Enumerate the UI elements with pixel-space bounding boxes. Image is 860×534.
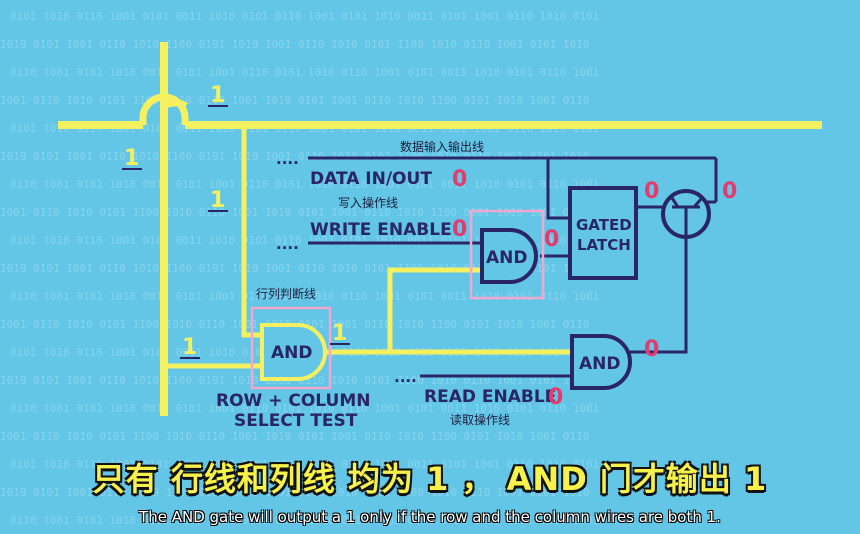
data-line-ellipsis: .... [276,150,299,168]
value-zero-transistor: 0 [722,179,737,204]
write-line-ellipsis: .... [276,235,299,253]
write-and-highlight [469,209,545,300]
svg-text:1001 0110 1010 0101 1100 1010: 1001 0110 1010 0101 1100 1010 0110 1001 … [0,206,589,219]
value-zeros: 0 0 0 0 0 0 0 [452,167,737,410]
svg-text:0101 1010 0110 1001 0101 0011: 0101 1010 0110 1001 0101 0011 1010 0101 … [10,10,599,23]
gated-latch: GATED LATCH [568,186,638,280]
svg-text:0110 1001 0101 1010 0011 0101: 0110 1001 0101 1010 0011 0101 1001 0110 … [10,402,599,415]
read-and-gate: AND [570,334,632,390]
transistor-to-read-and-wire [630,236,688,354]
svg-text:1010 0101 1001 0110 1010 1100: 1010 0101 1001 0110 1010 1100 0101 1010 … [0,38,589,51]
binary-background: 0101 1010 0110 1001 0101 0011 1010 0101 … [0,10,599,527]
active-thin-wires [168,125,590,369]
read-enable-label: READ ENABLE [424,387,556,407]
select-and-label: AND [271,343,313,363]
row-column-label-line1: ROW + COLUMN [216,391,370,411]
svg-text:0110 1001 0101 1010 0011 0101: 0110 1001 0101 1010 0011 0101 1001 0110 … [10,66,599,79]
value-zero-latch: 0 [644,179,659,204]
annotation-data-line: 数据输入输出线 [400,139,484,154]
select-to-write-and-wire [387,267,486,352]
value-zero-data: 0 [452,167,467,192]
value-zero-read: 0 [548,385,563,410]
value-zero-read-and: 0 [644,337,659,362]
value-ones: 1 1 1 1 1 [122,83,350,360]
svg-text:0110 1001 0101 1010 0011 0101: 0110 1001 0101 1010 0011 0101 1001 0110 … [10,178,599,191]
svg-text:1010 0101 1001 0110 1010 1100: 1010 0101 1001 0110 1010 1100 0101 1010 … [0,486,589,499]
transistor-icon [661,189,711,239]
svg-text:1001 0110 1010 0101 1100 1010: 1001 0110 1010 0101 1100 1010 0110 1001 … [0,430,589,443]
latch-label-line2: LATCH [577,236,631,254]
data-to-latch-wire [546,158,570,220]
value-one-and-output: 1 [332,321,347,346]
read-and-label: AND [579,354,621,374]
inactive-wires [308,156,718,378]
svg-text:0110 1001 0101 1010 0011 0101: 0110 1001 0101 1010 0011 0101 1001 0110 … [10,514,599,527]
write-and-gate: AND [480,228,538,284]
write-enable-label: WRITE ENABLE [310,220,452,240]
value-one-column-input: 1 [182,335,197,360]
row-wire-crossover [139,93,189,125]
svg-text:0101 1010 0110 1001 0101 0011: 0101 1010 0110 1001 0101 0011 1010 0101 … [10,458,599,471]
value-zero-write-and: 0 [544,227,559,252]
svg-text:0110 1001 0101 1010 0011 0101: 0110 1001 0101 1010 0011 0101 1001 0110 … [10,290,599,303]
svg-text:1001 0110 1010 0101 1100 1010: 1001 0110 1010 0101 1100 1010 0110 1001 … [0,94,589,107]
data-in-out-label: DATA IN/OUT [310,169,432,189]
value-one-column: 1 [124,146,139,171]
active-wires [58,42,822,416]
value-one-row: 1 [210,83,225,108]
row-column-label-line2: SELECT TEST [234,411,358,431]
write-and-label: AND [486,248,528,268]
annotation-read-line: 读取操作线 [450,412,510,427]
row-branch-wire [241,125,264,338]
value-zero-write: 0 [452,217,467,242]
subtitle-english: The AND gate will output a 1 only if the… [139,508,721,526]
value-one-row-branch: 1 [210,188,225,213]
annotation-write-line: 写入操作线 [338,195,398,210]
annotation-row-col-line: 行列判断线 [256,286,316,301]
select-and-gate: AND [260,323,327,381]
latch-label-line1: GATED [576,216,632,234]
subtitle-chinese: 只有 行线和列线 均为 1 ， AND 门才输出 1 [92,460,768,498]
read-line-ellipsis: .... [394,368,417,386]
select-and-highlight [250,306,332,390]
svg-text:1010 0101 1001 0110 1010 1100: 1010 0101 1001 0110 1010 1100 0101 1010 … [0,150,589,163]
